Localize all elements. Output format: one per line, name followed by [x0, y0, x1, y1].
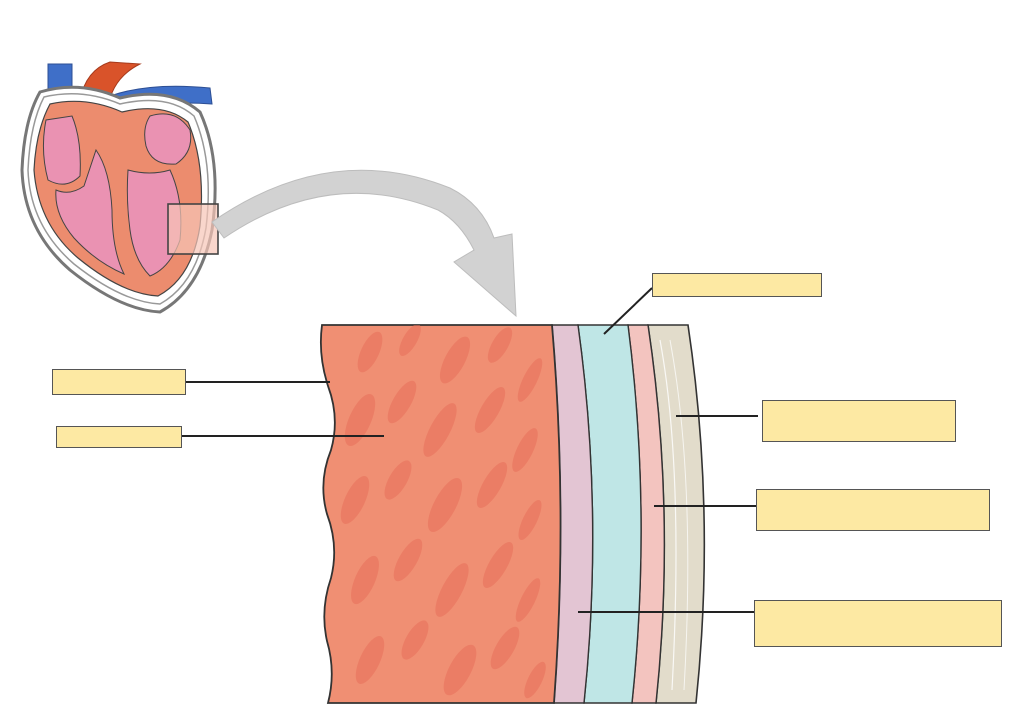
label-box-left-2[interactable] — [56, 426, 182, 448]
zoom-arrow — [212, 170, 516, 316]
label-box-right-2[interactable] — [756, 489, 990, 531]
heart-wall-section — [321, 321, 704, 703]
label-box-right-1[interactable] — [762, 400, 956, 442]
label-box-top-right[interactable] — [652, 273, 822, 297]
label-box-left-1[interactable] — [52, 369, 186, 395]
zoom-region-box — [168, 204, 218, 254]
label-box-right-3[interactable] — [754, 600, 1002, 647]
heart-illustration — [22, 62, 218, 312]
right-atrium — [43, 116, 80, 184]
